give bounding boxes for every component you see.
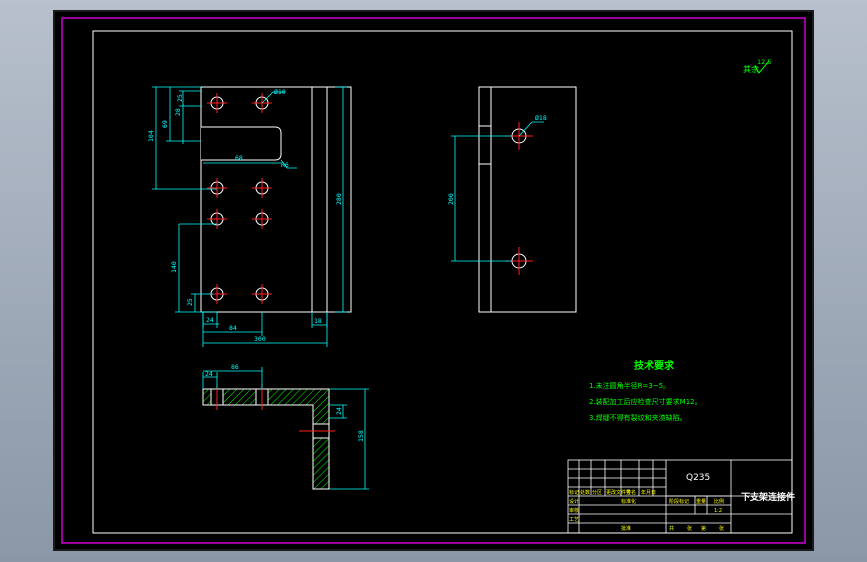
tb-label-approve: 批准 bbox=[621, 525, 631, 532]
tb-scale-value: 1:2 bbox=[714, 508, 722, 514]
tb-label-signature: 签名 bbox=[626, 489, 636, 496]
tb-label-designer: 设计 bbox=[569, 498, 579, 505]
tb-label-change-doc: 更改文件号 bbox=[606, 489, 631, 496]
tb-label-count: 处数 bbox=[580, 489, 590, 496]
side-view-dimensions bbox=[451, 121, 544, 262]
dim-sec-h1: 24 bbox=[205, 370, 213, 378]
roughness-prefix: 其余 bbox=[743, 64, 759, 74]
section-dimensions bbox=[202, 367, 369, 490]
side-view: Ø18 200 bbox=[447, 86, 577, 313]
tb-label-sheet-2: 张 bbox=[719, 525, 724, 532]
dim-front-v5: 280 bbox=[335, 193, 343, 205]
part-name: 下支架连接件 bbox=[741, 491, 795, 503]
tb-label-sheet: 张 bbox=[687, 525, 692, 532]
tb-label-mark: 标记 bbox=[569, 489, 579, 496]
title-block-text: Q235 下支架连接件 标记 处数 分区 更改文件号 签名 年月日 设计 标准化… bbox=[569, 473, 795, 532]
tb-label-weight: 重量 bbox=[696, 498, 706, 505]
outer-frame bbox=[61, 17, 806, 544]
dim-front-v7: 25 bbox=[186, 298, 194, 306]
dim-sec-h2: 86 bbox=[231, 363, 239, 371]
side-view-plate bbox=[478, 86, 577, 313]
tb-label-total: 共 bbox=[669, 525, 674, 532]
front-view-dim-text: Ø10 R6 104 25 69 28 280 140 25 68 24 84 … bbox=[147, 88, 343, 343]
dim-front-v3: 69 bbox=[161, 120, 169, 128]
dim-side-v1: 200 bbox=[447, 193, 455, 205]
side-view-center-marks bbox=[505, 122, 533, 275]
tb-label-zone: 分区 bbox=[592, 489, 602, 496]
roughness-value: 12.5 bbox=[757, 58, 771, 66]
tb-label-stage: 阶段标记 bbox=[669, 498, 689, 505]
tb-label-scale: 比例 bbox=[714, 498, 724, 505]
roughness-symbol bbox=[754, 60, 770, 74]
dim-sec-v1: 24 bbox=[335, 407, 343, 415]
tb-label-date: 年月日 bbox=[641, 489, 656, 496]
material: Q235 bbox=[686, 473, 710, 483]
front-view: Ø10 R6 104 25 69 28 280 140 25 68 24 84 … bbox=[147, 86, 352, 347]
front-view-dimensions bbox=[152, 86, 347, 347]
section-view: 24 86 24 158 bbox=[202, 363, 369, 490]
dim-side-d1: Ø18 bbox=[535, 114, 547, 122]
dim-front-h4: 18 bbox=[314, 317, 322, 325]
tech-req-item: 2.装配加工后应检查尺寸要求M12。 bbox=[589, 397, 702, 406]
dim-front-d1: Ø10 bbox=[274, 88, 286, 96]
front-view-plate bbox=[200, 86, 352, 313]
tech-req-item: 3.焊缝不得有裂纹和夹渣缺陷。 bbox=[589, 413, 687, 422]
roughness-note: 其余 12.5 bbox=[743, 58, 771, 74]
tech-req-item: 1.未注圆角半径R=3~5。 bbox=[589, 381, 670, 390]
cad-drawing: 其余 12.5 bbox=[61, 17, 806, 544]
dim-front-h2: 24 bbox=[206, 316, 214, 324]
title-block bbox=[567, 459, 793, 534]
tb-label-standardization: 标准化 bbox=[621, 498, 636, 505]
tb-label-process: 工艺 bbox=[569, 517, 579, 523]
cad-viewport[interactable]: 其余 12.5 bbox=[53, 10, 814, 551]
dim-front-h5: 300 bbox=[254, 335, 266, 343]
dim-front-v4: 28 bbox=[174, 108, 182, 116]
tb-label-no: 第 bbox=[701, 525, 706, 532]
dim-front-h3: 84 bbox=[229, 324, 237, 332]
dim-front-v6: 140 bbox=[170, 261, 178, 273]
front-view-center-marks bbox=[207, 93, 272, 304]
tb-label-reviewer: 审核 bbox=[569, 507, 579, 514]
dim-front-h1: 68 bbox=[235, 154, 243, 162]
dim-front-d2: R6 bbox=[281, 161, 289, 169]
side-view-rib bbox=[478, 125, 492, 165]
title-block-frame bbox=[567, 459, 793, 534]
front-view-slot bbox=[201, 126, 282, 161]
dim-front-v2: 25 bbox=[176, 94, 184, 102]
dim-front-v1: 104 bbox=[147, 130, 155, 142]
tech-requirements: 技术要求 1.未注圆角半径R=3~5。 2.装配加工后应检查尺寸要求M12。 3… bbox=[589, 359, 702, 422]
tech-req-title: 技术要求 bbox=[634, 359, 675, 372]
dim-sec-v2: 158 bbox=[357, 430, 365, 442]
inner-frame bbox=[92, 30, 793, 534]
